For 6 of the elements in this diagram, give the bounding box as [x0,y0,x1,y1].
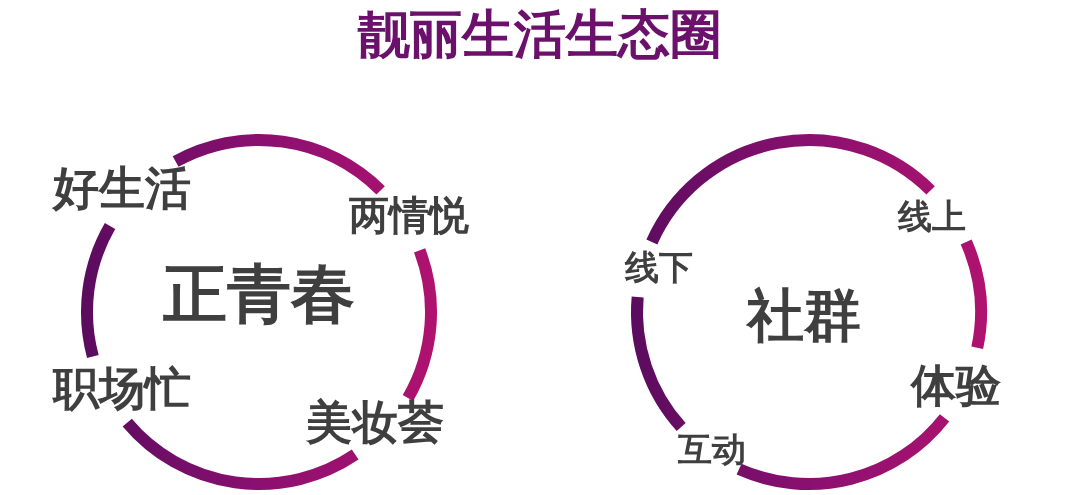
ring-label: 互动 [678,432,746,466]
title: 靓丽生活生态圈 [358,8,722,60]
ring-label: 线下 [625,250,693,284]
ring-label: 线上 [898,199,966,233]
center-label: 社群 [747,287,861,344]
ring-label: 体验 [911,363,1001,408]
